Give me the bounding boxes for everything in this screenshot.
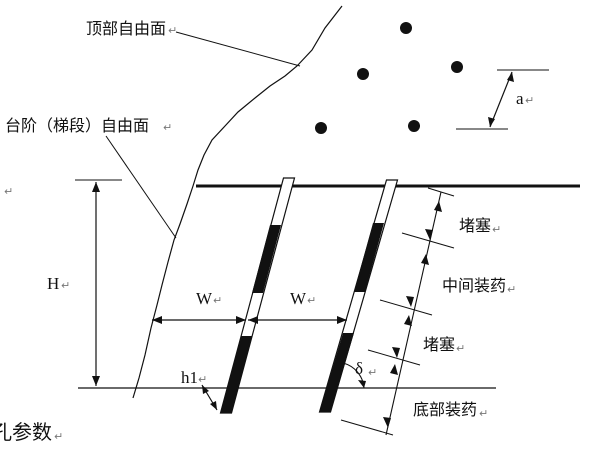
- plan-hole: [400, 22, 412, 34]
- burden-2-arrow-left: [248, 316, 258, 324]
- segment-tick-0: [427, 187, 455, 197]
- segment-tick-4: [340, 419, 394, 436]
- spacing-dimension-line: [489, 71, 513, 128]
- segment-arrow: [425, 229, 433, 240]
- burden-2-arrow-right: [337, 316, 347, 324]
- edit-mark: ↵: [525, 94, 534, 107]
- edit-mark: ↵: [61, 279, 70, 292]
- segment-arrow: [421, 254, 429, 265]
- subdrill-arrow-top: [202, 385, 209, 394]
- segment-tick-2: [379, 299, 433, 316]
- plan-hole: [408, 120, 420, 132]
- burden-2-label: W: [290, 289, 307, 308]
- height-label: H: [47, 274, 59, 293]
- edit-mark: ↵: [54, 430, 63, 443]
- edit-mark: ↵: [307, 294, 316, 307]
- angle-label: δ: [355, 359, 363, 378]
- edit-mark: ↵: [168, 24, 177, 37]
- edit-mark: ↵: [456, 342, 465, 355]
- caption-fragment: 孔参数: [0, 420, 52, 444]
- segment-arrow: [434, 201, 442, 212]
- inclination-angle-arrow: [358, 380, 366, 388]
- bench-free-face-label: 台阶（梯段）自由面: [5, 116, 149, 135]
- edit-mark: ↵: [4, 185, 13, 198]
- segment-arrow: [392, 347, 400, 358]
- bottom-charge-label: 底部装药: [413, 400, 477, 419]
- subdrill-arrow-bottom: [210, 401, 217, 410]
- plan-hole: [315, 122, 327, 134]
- segment-arrow: [404, 315, 412, 326]
- edit-mark: ↵: [492, 223, 501, 236]
- middle-charge-label: 中间装药: [442, 276, 506, 295]
- segment-tick-3: [367, 349, 421, 366]
- bench-free-face-leader: [105, 135, 177, 239]
- burden-1-label: W: [196, 289, 213, 308]
- height-arrow-bottom: [92, 376, 100, 386]
- blasthole-1-middle-charge: [252, 225, 281, 293]
- spacing-arrow-bottom: [488, 117, 495, 127]
- edit-mark: ↵: [163, 121, 172, 134]
- segment-dimension-line: [385, 191, 442, 436]
- blasthole-2-bottom-charge: [319, 333, 354, 412]
- stemming-top-label: 堵塞: [459, 216, 491, 235]
- edit-mark: ↵: [479, 407, 488, 420]
- blasthole-1-bottom-charge: [220, 336, 252, 413]
- edit-mark: ↵: [213, 294, 222, 307]
- plan-hole: [357, 68, 369, 80]
- stemming-mid-label: 堵塞: [423, 335, 455, 354]
- segment-arrow: [406, 296, 414, 307]
- edit-mark: ↵: [368, 366, 377, 379]
- spacing-arrow-top: [507, 72, 514, 82]
- height-arrow-top: [92, 182, 100, 192]
- plan-hole: [451, 61, 463, 73]
- subdrill-label: h1: [181, 368, 198, 387]
- top-free-face-label: 顶部自由面: [86, 19, 166, 38]
- segment-arrow: [390, 364, 398, 375]
- spacing-label: a: [516, 89, 524, 108]
- bench-free-face-line: [132, 5, 343, 399]
- burden-1-arrow-left: [152, 316, 162, 324]
- segment-tick-1: [401, 232, 455, 249]
- blasthole-2-middle-charge: [354, 223, 384, 292]
- segment-arrow: [383, 417, 391, 428]
- edit-mark: ↵: [198, 373, 207, 386]
- burden-1-arrow-right: [236, 316, 246, 324]
- top-free-face-leader: [175, 31, 301, 67]
- edit-mark: ↵: [507, 283, 516, 296]
